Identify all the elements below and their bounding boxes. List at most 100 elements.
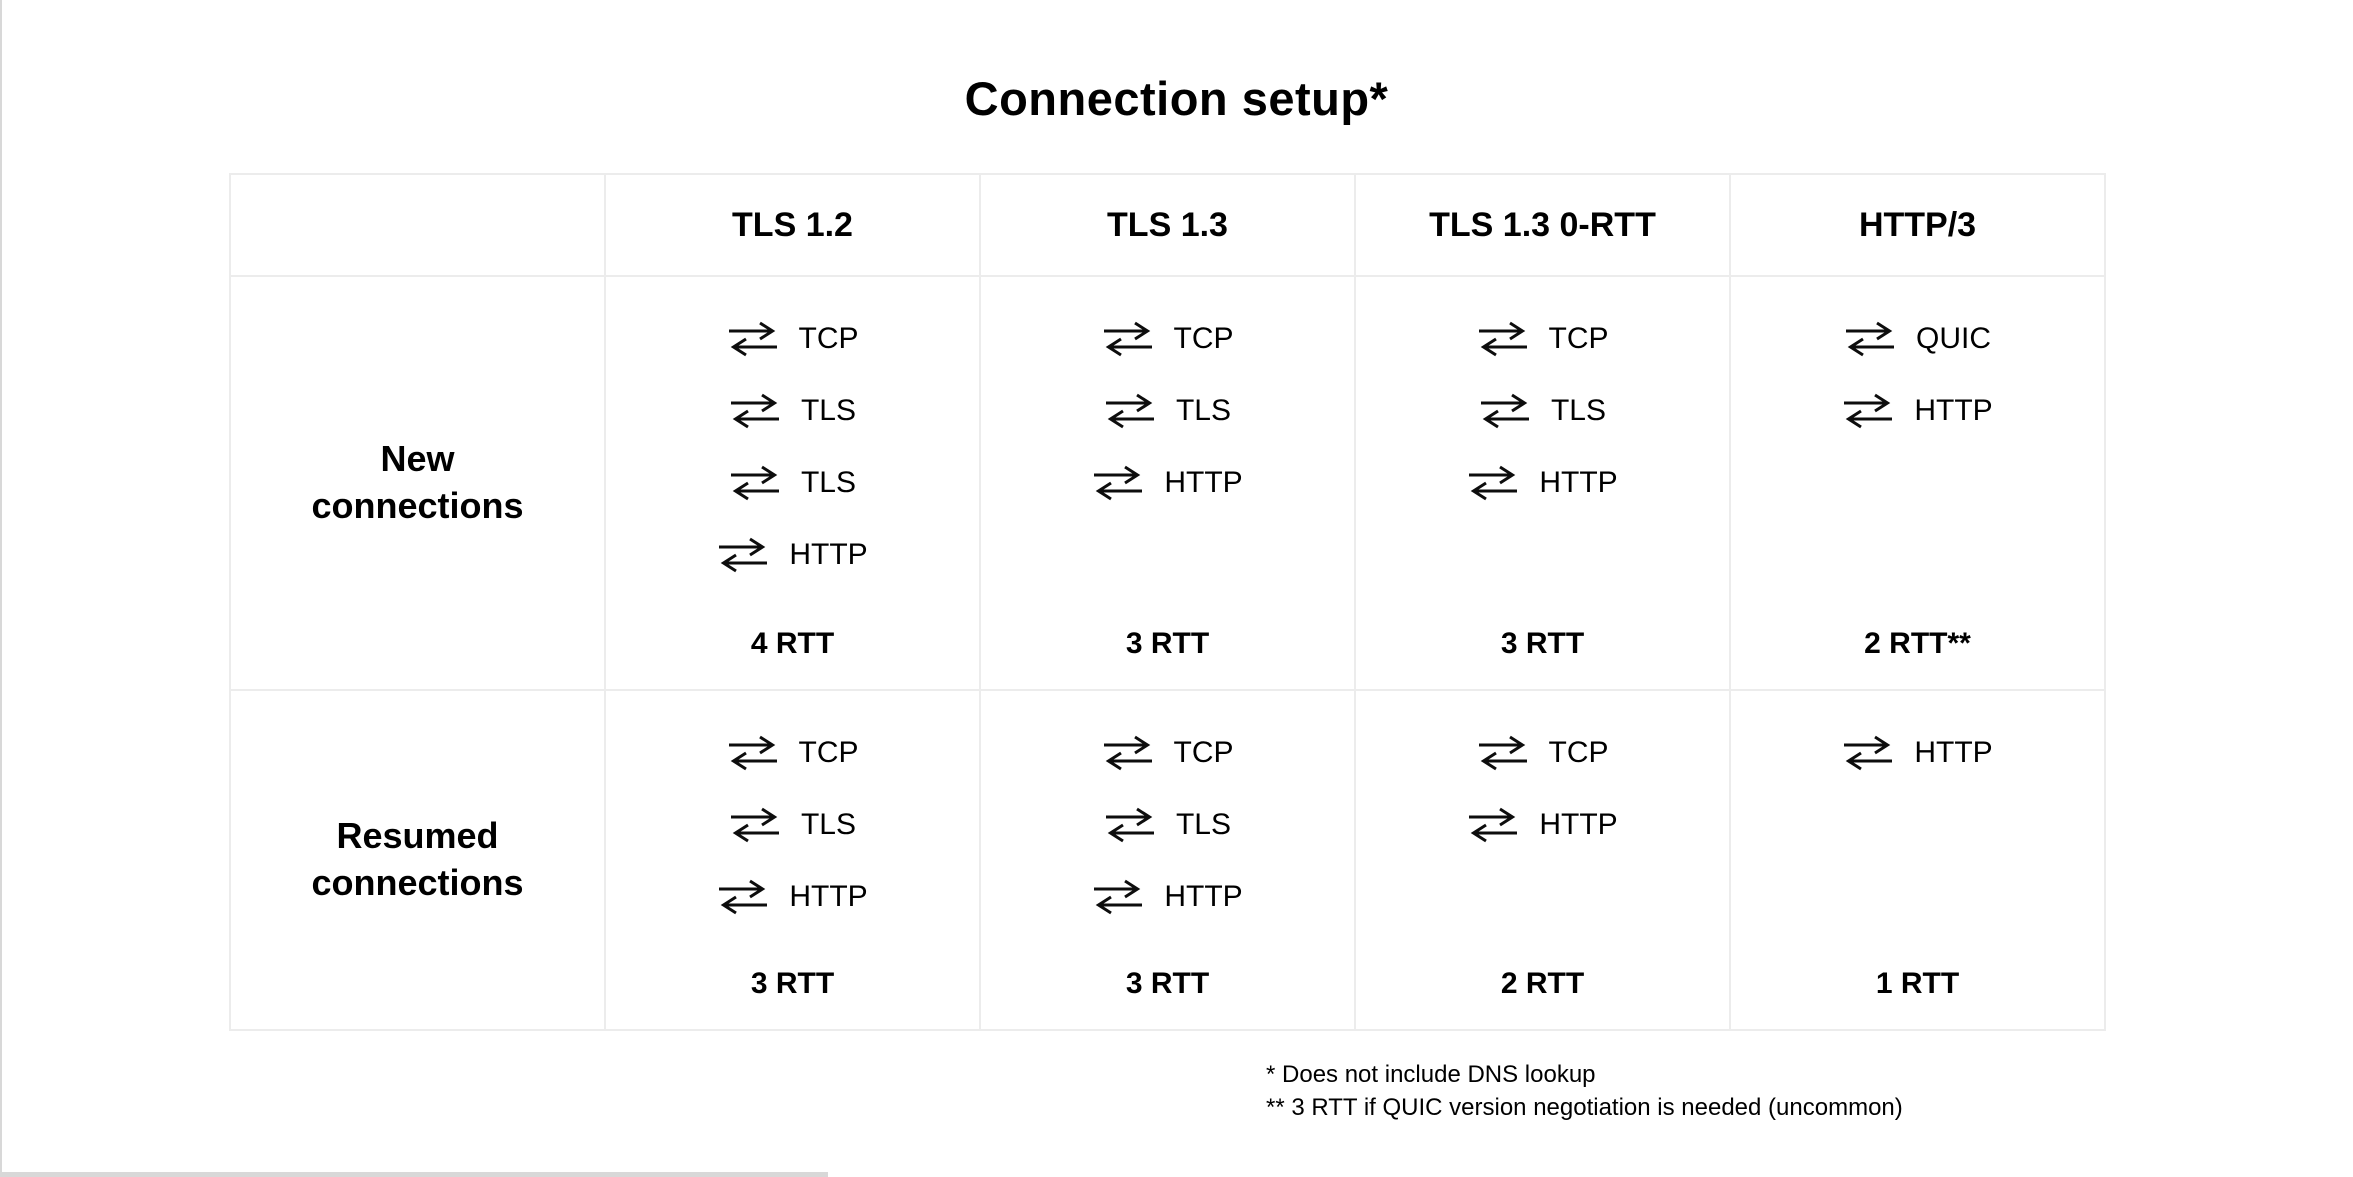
- cell-steps: TCP TLS HTTP: [981, 717, 1354, 933]
- step-label: TLS: [1175, 394, 1232, 427]
- step-label: QUIC: [1916, 322, 1991, 355]
- step-label: TLS: [1550, 394, 1607, 427]
- step-label: TCP: [1173, 322, 1234, 355]
- cell-steps: QUIC HTTP: [1731, 303, 2104, 447]
- cell-steps: TCP HTTP: [1356, 717, 1729, 861]
- rtt-label: 3 RTT: [1500, 627, 1585, 660]
- cell-steps: TCP TLS TLS HTTP: [606, 303, 979, 591]
- table-row: Resumed connections TCP TLS HTTP 3 RTT: [231, 691, 2104, 1029]
- rtt-label: 3 RTT: [750, 967, 835, 1000]
- connection-setup-table: TLS 1.2 TLS 1.3 TLS 1.3 0-RTT HTTP/3 New…: [229, 173, 2106, 1031]
- round-trip-arrows-icon: [1844, 735, 1893, 771]
- round-trip-step: QUIC: [1731, 303, 2104, 375]
- step-label: TCP: [798, 322, 859, 355]
- protocol-cell: QUIC HTTP 2 RTT**: [1731, 277, 2104, 689]
- protocol-cell: HTTP 1 RTT: [1731, 691, 2104, 1029]
- footnote-quic: ** 3 RTT if QUIC version negotiation is …: [1266, 1094, 1903, 1121]
- round-trip-step: TCP: [981, 717, 1354, 789]
- footnote-dns: * Does not include DNS lookup: [1266, 1061, 1596, 1088]
- round-trip-step: HTTP: [981, 861, 1354, 933]
- step-label: TLS: [800, 466, 857, 499]
- round-trip-arrows-icon: [728, 321, 777, 357]
- step-label: TCP: [1548, 736, 1609, 769]
- round-trip-arrows-icon: [1478, 735, 1527, 771]
- row-label-cell: New connections: [231, 277, 604, 689]
- round-trip-step: TCP: [1356, 303, 1729, 375]
- cell-steps: TCP TLS HTTP: [1356, 303, 1729, 519]
- protocol-cell: TCP TLS HTTP 3 RTT: [606, 691, 979, 1029]
- page-title: Connection setup*: [964, 72, 1389, 126]
- protocol-cell: TCP TLS HTTP 3 RTT: [1356, 277, 1729, 689]
- header-cell-tls13: TLS 1.3: [981, 175, 1354, 275]
- rtt-label: 4 RTT: [750, 627, 835, 660]
- round-trip-step: TLS: [606, 375, 979, 447]
- protocol-cell: TCP TLS HTTP 3 RTT: [981, 691, 1354, 1029]
- row-label-cell: Resumed connections: [231, 691, 604, 1029]
- round-trip-arrows-icon: [1094, 879, 1143, 915]
- round-trip-arrows-icon: [719, 537, 768, 573]
- round-trip-arrows-icon: [1105, 807, 1154, 843]
- rtt-label: 3 RTT: [1125, 627, 1210, 660]
- round-trip-arrows-icon: [719, 879, 768, 915]
- round-trip-arrows-icon: [1478, 321, 1527, 357]
- table-header-row: TLS 1.2 TLS 1.3 TLS 1.3 0-RTT HTTP/3: [231, 175, 2104, 275]
- round-trip-arrows-icon: [1094, 465, 1143, 501]
- round-trip-step: TCP: [606, 303, 979, 375]
- step-label: TCP: [798, 736, 859, 769]
- window-left-edge: [0, 0, 2, 1177]
- step-label: TLS: [1175, 808, 1232, 841]
- header-cell-http3: HTTP/3: [1731, 175, 2104, 275]
- cell-steps: TCP TLS HTTP: [981, 303, 1354, 519]
- cell-steps: HTTP: [1731, 717, 2104, 789]
- cell-steps: TCP TLS HTTP: [606, 717, 979, 933]
- round-trip-step: HTTP: [1731, 717, 2104, 789]
- protocol-cell: TCP HTTP 2 RTT: [1356, 691, 1729, 1029]
- round-trip-arrows-icon: [728, 735, 777, 771]
- round-trip-arrows-icon: [730, 807, 779, 843]
- table-row: New connections TCP TLS TLS: [231, 277, 2104, 689]
- step-label: HTTP: [1164, 466, 1243, 499]
- round-trip-step: HTTP: [606, 861, 979, 933]
- round-trip-step: TCP: [1356, 717, 1729, 789]
- step-label: HTTP: [789, 538, 868, 571]
- round-trip-step: TLS: [981, 789, 1354, 861]
- footnotes: * Does not include DNS lookup ** 3 RTT i…: [1266, 1058, 1903, 1124]
- round-trip-step: HTTP: [981, 447, 1354, 519]
- header-cell-empty: [231, 175, 604, 275]
- step-label: HTTP: [1914, 736, 1993, 769]
- round-trip-step: TLS: [981, 375, 1354, 447]
- round-trip-arrows-icon: [730, 465, 779, 501]
- rtt-label: 1 RTT: [1875, 967, 1960, 1000]
- round-trip-arrows-icon: [1105, 393, 1154, 429]
- step-label: HTTP: [1539, 808, 1618, 841]
- round-trip-arrows-icon: [1844, 393, 1893, 429]
- round-trip-arrows-icon: [730, 393, 779, 429]
- row-label: Resumed connections: [311, 815, 524, 903]
- row-label: New connections: [311, 438, 524, 526]
- step-label: HTTP: [1164, 880, 1243, 913]
- round-trip-step: HTTP: [1356, 789, 1729, 861]
- round-trip-step: HTTP: [606, 519, 979, 591]
- round-trip-step: TCP: [981, 303, 1354, 375]
- step-label: HTTP: [1914, 394, 1993, 427]
- protocol-cell: TCP TLS TLS HTTP 4 RTT: [606, 277, 979, 689]
- round-trip-step: TLS: [1356, 375, 1729, 447]
- window-bottom-edge: [0, 1172, 828, 1177]
- round-trip-arrows-icon: [1469, 465, 1518, 501]
- round-trip-step: HTTP: [1731, 375, 2104, 447]
- step-label: HTTP: [1539, 466, 1618, 499]
- protocol-cell: TCP TLS HTTP 3 RTT: [981, 277, 1354, 689]
- round-trip-arrows-icon: [1103, 735, 1152, 771]
- step-label: TLS: [800, 808, 857, 841]
- rtt-label: 2 RTT: [1500, 967, 1585, 1000]
- round-trip-arrows-icon: [1103, 321, 1152, 357]
- round-trip-arrows-icon: [1846, 321, 1894, 357]
- step-label: HTTP: [789, 880, 868, 913]
- rtt-label: 2 RTT**: [1864, 627, 1971, 660]
- round-trip-step: HTTP: [1356, 447, 1729, 519]
- round-trip-step: TLS: [606, 447, 979, 519]
- step-label: TCP: [1173, 736, 1234, 769]
- round-trip-arrows-icon: [1469, 807, 1518, 843]
- header-cell-tls13-0rtt: TLS 1.3 0-RTT: [1356, 175, 1729, 275]
- round-trip-step: TLS: [606, 789, 979, 861]
